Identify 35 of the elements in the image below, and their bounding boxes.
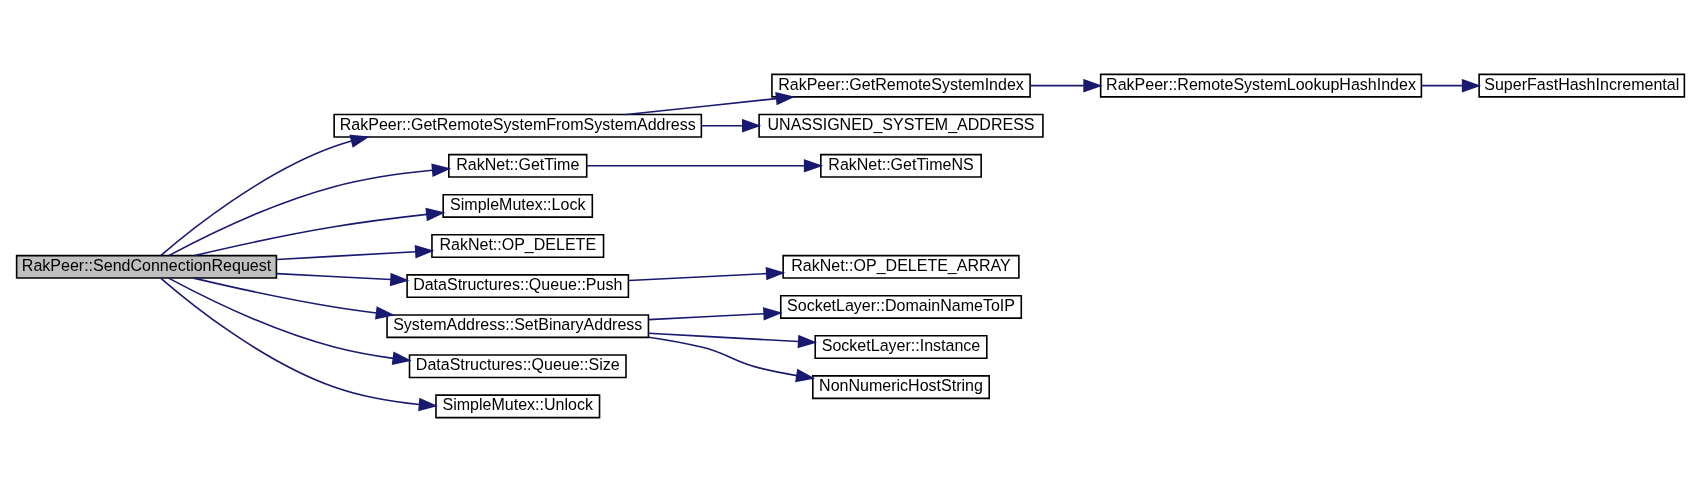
arrow <box>160 134 370 256</box>
node-box: RakNet::GetTime <box>448 153 588 178</box>
arrow <box>1421 78 1482 92</box>
node-box: SocketLayer::Instance <box>814 334 988 359</box>
node-box: RakPeer::GetRemoteSystemIndex <box>771 73 1031 98</box>
arrow <box>1029 78 1103 92</box>
node-box: SystemAddress::SetBinaryAddress <box>386 313 650 338</box>
arrow <box>276 272 410 286</box>
node-box: SimpleMutex::Unlock <box>435 393 601 418</box>
node-box: RakNet::OP_DELETE <box>431 233 605 258</box>
arrow <box>627 266 786 281</box>
node-box: RakPeer::RemoteSystemLookupHashIndex <box>1099 73 1423 98</box>
arrow <box>586 158 824 173</box>
arrow <box>160 276 438 411</box>
node-box: RakNet::GetTimeNS <box>820 153 982 178</box>
arrow <box>700 118 762 132</box>
arrow <box>192 276 395 320</box>
node-box: UNASSIGNED_SYSTEM_ADDRESS <box>758 113 1044 138</box>
node-box: SuperFastHashIncremental <box>1478 73 1686 98</box>
node-box: RakPeer::SendConnectionRequest <box>15 254 278 279</box>
arrow <box>168 163 452 256</box>
arrow <box>276 244 435 260</box>
arrow <box>193 207 446 256</box>
node-box: SimpleMutex::Lock <box>442 193 594 218</box>
node-box: SocketLayer::DomainNameToIP <box>779 294 1023 319</box>
arrow <box>167 276 412 365</box>
arrow <box>625 91 796 115</box>
arrow <box>647 335 816 382</box>
node-box: RakNet::OP_DELETE_ARRAY <box>782 254 1020 279</box>
node-box: DataStructures::Queue::Push <box>406 273 630 298</box>
node-box: DataStructures::Queue::Size <box>408 353 627 378</box>
node-box: RakPeer::GetRemoteSystemFromSystemAddress <box>333 113 703 138</box>
arrow <box>647 306 783 321</box>
node-box: NonNumericHostString <box>812 374 990 399</box>
arrow <box>647 331 818 348</box>
